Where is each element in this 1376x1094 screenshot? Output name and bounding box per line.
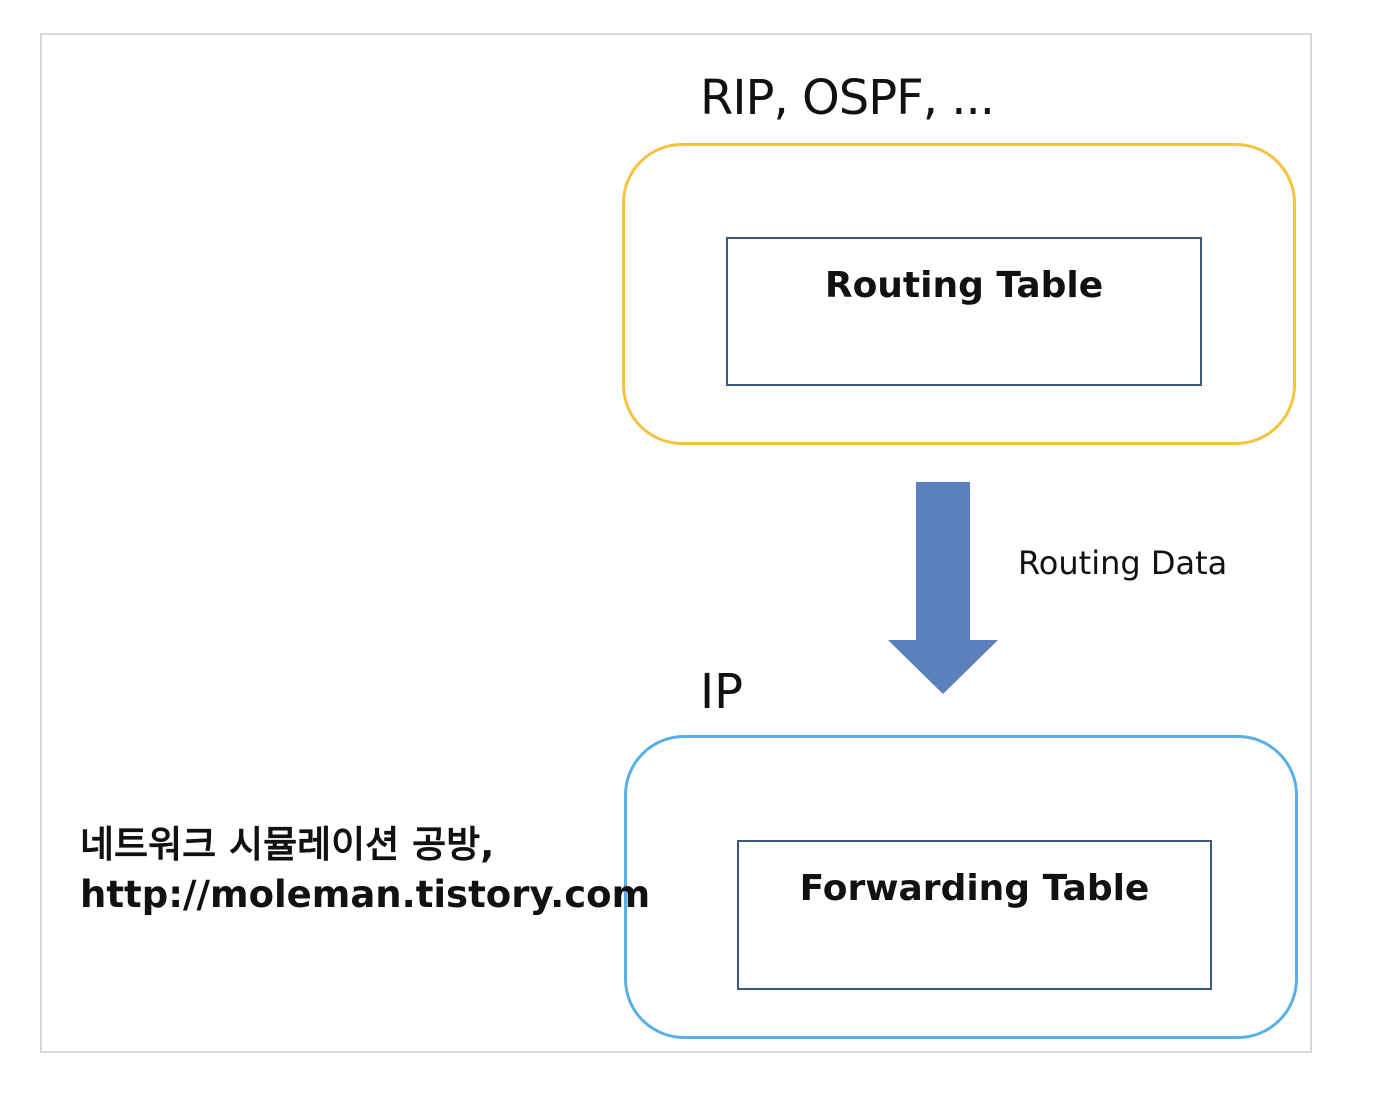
routing-table-title: Routing Table <box>824 265 1104 306</box>
routing-table-box: Routing Table <box>726 237 1202 386</box>
ip-label: IP <box>700 664 744 720</box>
ip-container <box>624 735 1298 1039</box>
credit-line-title: 네트워크 시뮬레이션 공방, <box>80 823 495 866</box>
routing-data-label: Routing Data <box>1018 544 1228 582</box>
forwarding-table-title: Forwarding Table <box>799 868 1150 909</box>
forwarding-table-box: Forwarding Table <box>737 840 1212 990</box>
routing-protocol-container <box>622 143 1296 445</box>
credit-line-url: http://moleman.tistory.com <box>80 873 651 916</box>
routing-protocols-label: RIP, OSPF, ... <box>700 70 995 126</box>
arrow-shape <box>888 482 998 694</box>
down-arrow-icon <box>888 482 998 694</box>
credit-text: 네트워크 시뮬레이션 공방, http://moleman.tistory.co… <box>80 820 650 920</box>
